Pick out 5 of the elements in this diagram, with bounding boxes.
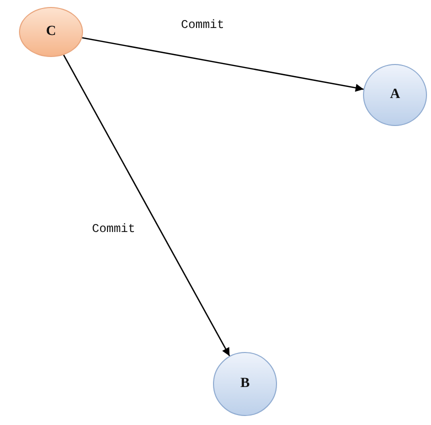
arrow xyxy=(82,37,364,92)
ellipse-node: A xyxy=(363,64,427,126)
arrow xyxy=(63,54,230,356)
ellipse-node: C xyxy=(19,7,83,57)
ellipse-node: B xyxy=(213,352,277,416)
